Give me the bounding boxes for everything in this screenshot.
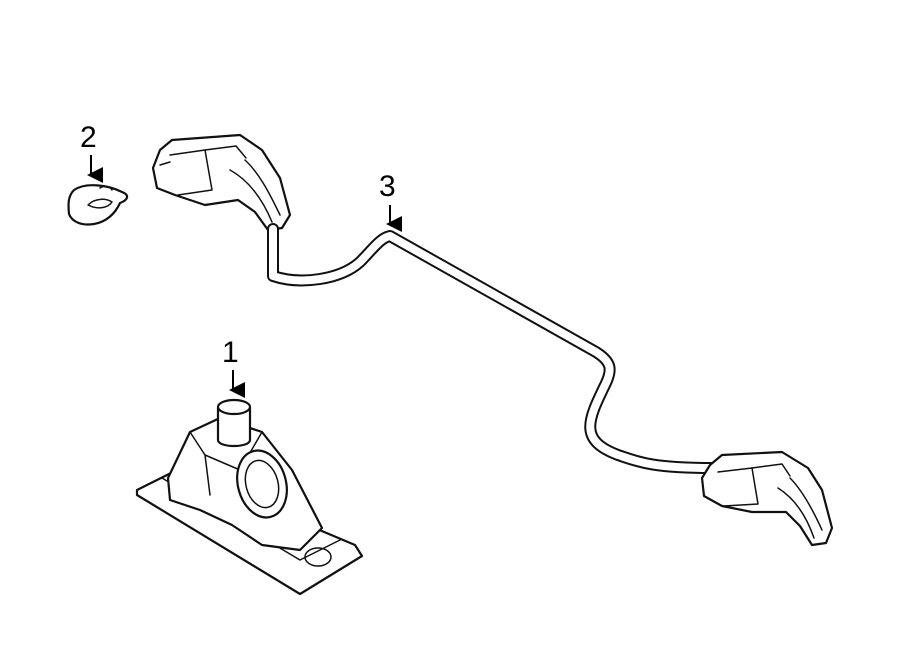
clip-part-2 [67, 184, 129, 226]
callout-label-2: 2 [80, 121, 97, 154]
callout-label-3: 3 [379, 170, 396, 203]
harness-right-connector [700, 450, 834, 547]
wiring-harness-part-3 [151, 133, 834, 547]
callout-label-1: 1 [222, 336, 239, 369]
lamp-housing-part-1 [135, 398, 364, 596]
harness-left-connector [151, 133, 292, 232]
